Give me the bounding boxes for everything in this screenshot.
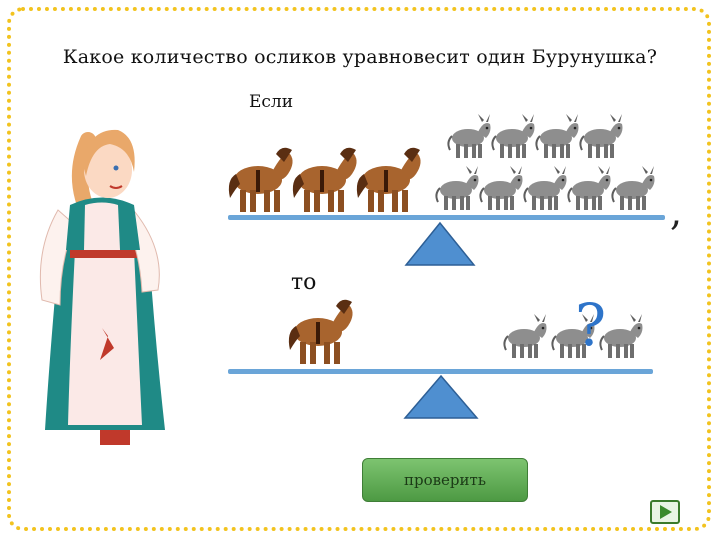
comma-mark: , bbox=[670, 190, 683, 234]
donkey-figure bbox=[532, 112, 582, 162]
donkey-figure bbox=[432, 164, 482, 214]
bottom-scale-fulcrum bbox=[403, 374, 479, 419]
top-scale-fulcrum bbox=[404, 221, 476, 266]
burunushka-horse-figure bbox=[286, 292, 356, 367]
dotted-frame bbox=[7, 7, 711, 531]
condition-label: Если bbox=[249, 92, 294, 112]
donkey-figure bbox=[476, 164, 526, 214]
unknown-question-mark: ? bbox=[575, 291, 607, 359]
donkey-figure bbox=[500, 312, 550, 362]
horse-figure bbox=[226, 140, 296, 215]
play-next-icon[interactable] bbox=[650, 500, 680, 524]
top-scale-beam bbox=[228, 215, 665, 220]
donkey-figure bbox=[576, 112, 626, 162]
horse-figure bbox=[354, 140, 424, 215]
result-label: то bbox=[291, 270, 317, 295]
question-title: Какое количество осликов уравновесит оди… bbox=[62, 46, 658, 68]
donkey-figure bbox=[520, 164, 570, 214]
donkey-figure bbox=[488, 112, 538, 162]
girl-illustration bbox=[39, 129, 165, 445]
donkey-figure bbox=[608, 164, 658, 214]
horse-figure bbox=[290, 140, 360, 215]
donkey-figure bbox=[444, 112, 494, 162]
check-button[interactable]: проверить bbox=[362, 458, 528, 502]
donkey-figure bbox=[564, 164, 614, 214]
bottom-scale-beam bbox=[228, 369, 653, 374]
